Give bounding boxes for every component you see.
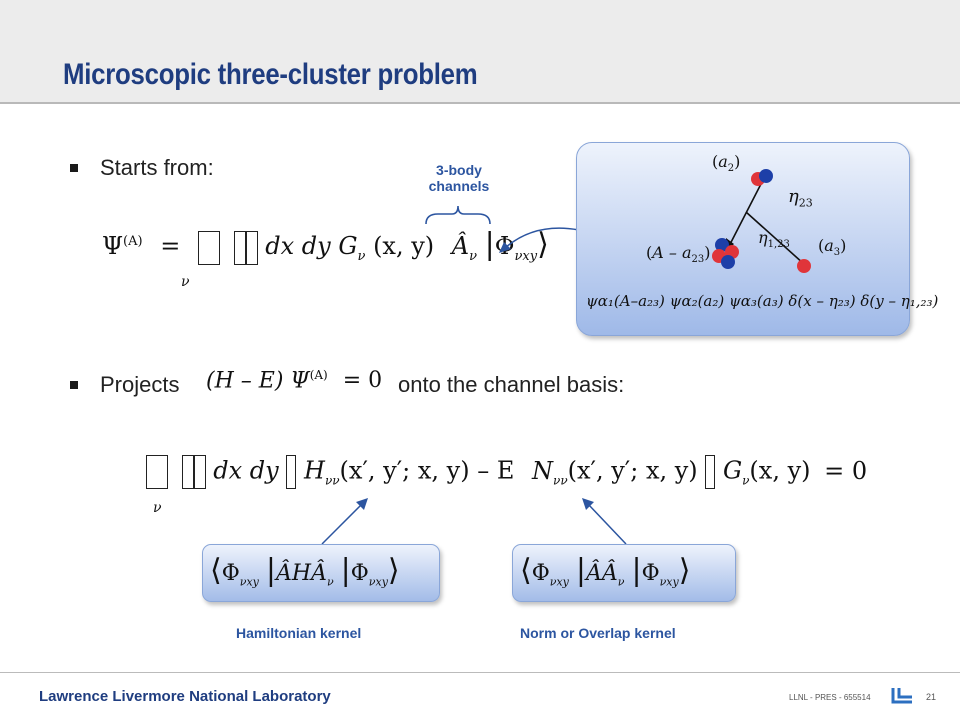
- eq2-sum-index: ν: [153, 500, 162, 516]
- summation-glyph-2: [146, 455, 168, 489]
- panel-formula: ψα₁(A–a₂₃) ψα₂(a₂) ψα₃(a₃) δ(x – η₂₃) δ(…: [586, 292, 939, 310]
- integral-glyph-4: [193, 455, 206, 489]
- bullet-square-icon: [70, 381, 78, 389]
- equation-wavefunction: Ψ(A) = dx dy Gν (x, y) Âν |Φνxy⟩: [102, 227, 549, 265]
- hamiltonian-kernel-box: [202, 544, 440, 602]
- summation-glyph: [197, 230, 220, 265]
- neutron-core-1: [715, 238, 729, 252]
- label-eta23: η23: [788, 186, 813, 210]
- llnl-logo-icon: [891, 688, 912, 704]
- header-rule: [0, 102, 960, 104]
- header-band: [0, 0, 960, 103]
- arrow-norm-icon: [582, 498, 627, 545]
- norm-kernel-label: Norm or Overlap kernel: [520, 625, 676, 641]
- eta123-line: [745, 211, 805, 265]
- neutron-a2: [759, 169, 773, 183]
- hamiltonian-kernel-label: Hamiltonian kernel: [236, 625, 362, 641]
- label-a3: (a3): [818, 236, 847, 259]
- label-a2: (a2): [712, 152, 741, 175]
- page-number: 21: [926, 692, 937, 702]
- neutron-core-2: [721, 255, 735, 269]
- bullet-projects: Projects: [70, 372, 179, 398]
- hamiltonian-kernel-formula: ⟨Φνxy |ÂHÂν |Φνxy⟩: [210, 553, 400, 589]
- bracket-glyph: [286, 455, 297, 489]
- channels-label: 3-body channels: [428, 162, 490, 194]
- arrow-to-panel-icon: [499, 227, 580, 253]
- cluster-diagram-panel: [576, 142, 910, 336]
- footer-lab-name: Lawrence Livermore National Laboratory: [39, 688, 331, 705]
- slide-title: Microscopic three-cluster problem: [63, 58, 478, 91]
- integral-glyph-3: [181, 455, 194, 489]
- integral-glyph: [233, 230, 246, 265]
- label-eta123: η1,23: [758, 228, 790, 251]
- arrow-hamiltonian-icon: [321, 498, 368, 545]
- norm-kernel-formula: ⟨Φνxy |ÂÂν |Φνxy⟩: [520, 553, 691, 589]
- bullet-projects-tail: onto the channel basis:: [398, 372, 625, 397]
- footer-document-code: LLNL - PRES - 655514: [789, 693, 871, 702]
- bullet-square-icon: [70, 164, 78, 172]
- equation-projection: (H – E) Ψ(A) = 0: [206, 368, 383, 394]
- equation-rgm: dx dy Hνν(x′, y′; x, y) – E Nνν(x′, y′; …: [146, 455, 867, 489]
- integral-glyph-2: [245, 230, 258, 265]
- footer-rule: [0, 672, 960, 673]
- bullet-starts-from: Starts from:: [70, 155, 214, 181]
- eta23-line: [725, 181, 763, 253]
- norm-kernel-box: [512, 544, 736, 602]
- ket-bar: |: [484, 227, 495, 262]
- cluster-diagram: [712, 169, 811, 273]
- proton-a3: [797, 259, 811, 273]
- ket-angle: ⟩: [537, 227, 549, 262]
- eq1-sum-index: ν: [181, 274, 190, 290]
- bracket-glyph-2: [705, 455, 716, 489]
- curly-brace-icon: [425, 205, 491, 225]
- label-A-a23: (A – a23): [646, 243, 711, 266]
